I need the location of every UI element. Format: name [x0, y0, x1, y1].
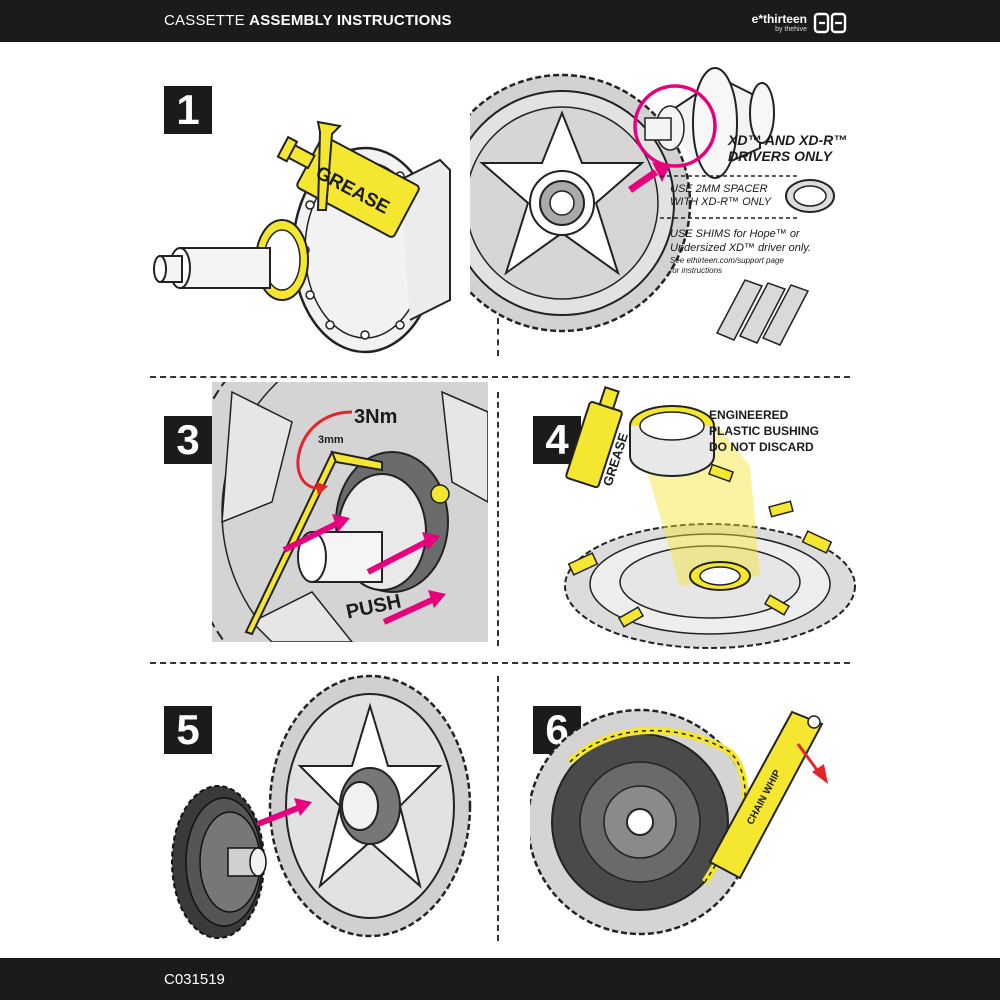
brand-name: e*thirteen: [751, 12, 807, 26]
step-5-number: 5: [164, 706, 212, 754]
brand-logo: e*thirteen by thehive: [752, 10, 847, 36]
step-2-shims-line1: USE SHIMS for Hope™ or: [670, 228, 800, 240]
step-4-bushing-line1: ENGINEERED: [709, 408, 789, 422]
step-4-illustration: GREASE ENGINEERED PLASTIC BUSHING DO NOT…: [560, 386, 860, 656]
step-6-illustration: CHAIN WHIP: [530, 692, 840, 942]
step-4-bushing-line3: DO NOT DISCARD: [709, 440, 814, 454]
step-3-torque: 3Nm: [354, 406, 398, 428]
divider-col-bottom: [497, 676, 499, 941]
step-3-number: 3: [164, 416, 212, 464]
brand-sub: by thehive: [775, 26, 807, 33]
divider-col-top: [497, 286, 499, 356]
step-4-bushing-line2: PLASTIC BUSHING: [709, 424, 820, 438]
divider-col-mid: [497, 392, 499, 646]
step-1-number: 1: [164, 86, 212, 134]
cassette-illustration: [470, 67, 835, 346]
step-2-shims-line4: for instructions: [670, 266, 723, 275]
step-1-illustration: GREASE: [150, 100, 490, 360]
chain-whip-illustration: [530, 708, 828, 936]
footer-bar: C031519: [0, 958, 1000, 1000]
step-2-drivers-line1: XD™ AND XD-R™: [728, 132, 848, 148]
step-4-number: 4: [533, 416, 581, 464]
document-code: C031519: [164, 971, 225, 988]
cassette-install-illustration: [171, 674, 472, 939]
divider-row-1: [150, 376, 850, 378]
lockring-illustration: [212, 382, 488, 642]
divider-row-2: [150, 662, 850, 664]
step-2-drivers-line2: DRIVERS ONLY: [728, 148, 832, 164]
step-2-illustration: XD™ AND XD-R™ DRIVERS ONLY USE 2MM SPACE…: [470, 48, 860, 368]
bushing-illustration: [564, 386, 856, 649]
step-5-illustration: [170, 672, 490, 952]
title-prefix: CASSETTE: [164, 12, 245, 29]
step-3-illustration: 3Nm 3mm PUSH: [212, 382, 488, 642]
step-2-spacer-line1: USE 2MM SPACER: [670, 183, 768, 195]
brand-mark-icon: [813, 12, 847, 34]
hub-illustration: [153, 120, 451, 354]
step-2-shims-line3: See ethirteen.com/support page: [670, 256, 784, 265]
step-2-shims-line2: Undersized XD™ driver only.: [670, 242, 812, 254]
header-bar: CASSETTE ASSEMBLY INSTRUCTIONS e*thirtee…: [0, 0, 1000, 42]
title-bold: ASSEMBLY INSTRUCTIONS: [249, 12, 452, 29]
step-2-spacer-line2: WITH XD-R™ ONLY: [670, 196, 772, 208]
step-3-hex-size: 3mm: [318, 434, 344, 446]
page-title: CASSETTE ASSEMBLY INSTRUCTIONS: [164, 12, 452, 29]
